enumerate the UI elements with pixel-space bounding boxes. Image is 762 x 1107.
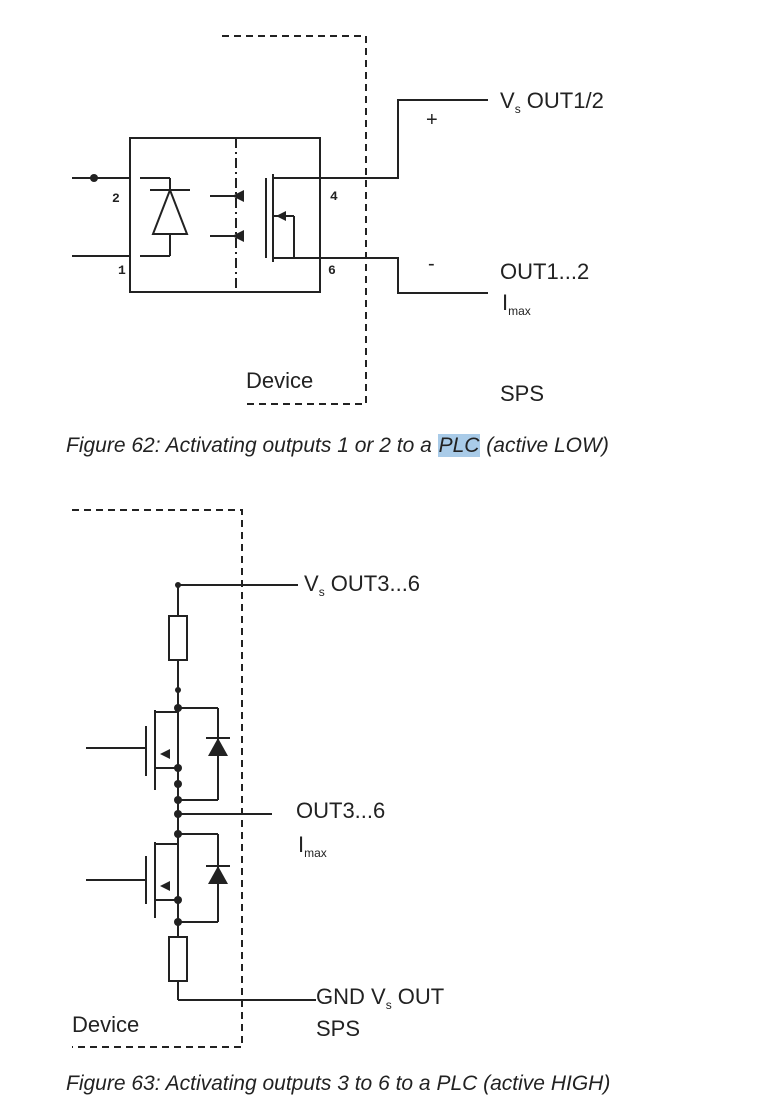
output-wire-minus bbox=[320, 257, 488, 294]
out12-label: OUT1...2 bbox=[500, 259, 590, 284]
pin-label-2: 2 bbox=[112, 191, 120, 206]
imax-label: Imax bbox=[502, 290, 531, 318]
out36-label: OUT3...6 bbox=[296, 798, 386, 823]
bottom-resistor bbox=[168, 936, 188, 982]
device-boundary bbox=[72, 509, 243, 1048]
pin-label-4: 4 bbox=[330, 189, 338, 204]
figure-62-schematic bbox=[72, 35, 488, 405]
vs-out36-label: Vs OUT3...6 bbox=[304, 571, 421, 599]
device-boundary bbox=[222, 35, 367, 405]
top-resistor bbox=[168, 615, 188, 661]
optocoupler-box bbox=[129, 137, 321, 293]
figure-63-caption: Figure 63: Activating outputs 3 to 6 to … bbox=[66, 1072, 611, 1095]
pin-label-1: 1 bbox=[118, 263, 126, 278]
pin-label-6: 6 bbox=[328, 263, 336, 278]
caption-highlight: PLC bbox=[437, 434, 481, 457]
photodiode bbox=[151, 187, 189, 235]
figure-63-schematic bbox=[72, 509, 316, 1048]
gnd-vs-out-label: GND Vs OUT bbox=[316, 984, 445, 1012]
imax-label: Imax bbox=[298, 832, 327, 860]
vs-out12-label: Vs OUT1/2 bbox=[500, 88, 604, 116]
device-label: Device bbox=[246, 368, 314, 393]
device-label: Device bbox=[72, 1012, 140, 1037]
minus-sign: - bbox=[428, 253, 435, 275]
output-wire-plus bbox=[320, 99, 488, 179]
plus-sign: + bbox=[426, 109, 438, 131]
figure-62-caption: Figure 62: Activating outputs 1 or 2 to … bbox=[66, 434, 609, 457]
sps-label: SPS bbox=[316, 1016, 361, 1041]
sps-label: SPS bbox=[500, 381, 545, 406]
upper-diode bbox=[208, 738, 228, 756]
lower-diode bbox=[208, 866, 228, 884]
figure-62: 2 1 4 6 + - Vs OUT1/2 OUT1...2 Imax Devi… bbox=[0, 0, 762, 470]
figure-63: Vs OUT3...6 OUT3...6 Imax GND Vs OUT SPS… bbox=[0, 490, 762, 1107]
